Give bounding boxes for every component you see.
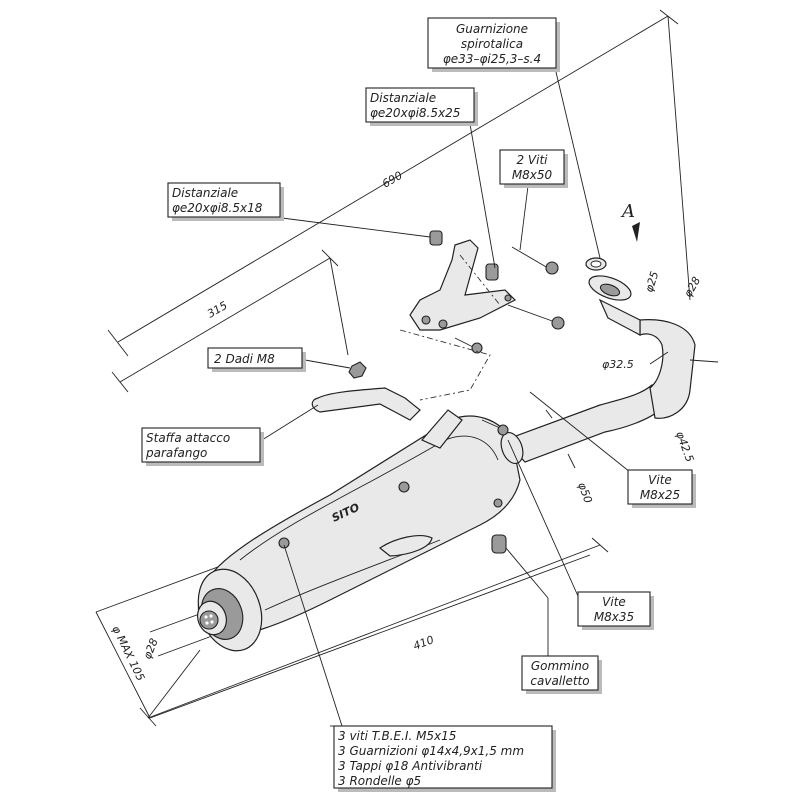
callout-viti-m8x50: 2 Viti M8x50 — [499, 149, 568, 251]
svg-text:Guarnizione: Guarnizione — [456, 22, 528, 36]
svg-text:φe20xφi8.5x18: φe20xφi8.5x18 — [172, 201, 263, 215]
svg-text:3 viti T.B.E.I. M5x15: 3 viti T.B.E.I. M5x15 — [338, 729, 456, 743]
callout-vite-m8x35: Vite M8x35 — [507, 439, 654, 630]
callout-gommino: Gommino cavalletto — [505, 547, 602, 694]
svg-text:spirotalica: spirotalica — [461, 37, 523, 51]
callout-staffa: Staffa attacco parafango — [141, 404, 319, 466]
callout-guarnizione: Guarnizione spirotalica φe33–φi25,3–s.4 — [427, 17, 601, 259]
svg-text:M8x50: M8x50 — [512, 168, 553, 182]
svg-text:Vite: Vite — [648, 473, 672, 487]
svg-text:φe33–φi25,3–s.4: φe33–φi25,3–s.4 — [443, 52, 541, 66]
svg-text:Distanziale: Distanziale — [172, 186, 238, 200]
dimension-410-label: 410 — [411, 633, 435, 653]
flange-diameter: φ25 — [642, 270, 661, 294]
svg-text:Distanziale: Distanziale — [370, 91, 436, 105]
callout-distanziale-top: Distanziale φe20xφi8.5x25 — [365, 87, 496, 269]
pipe-diameters: φ25 φ28 φ32.5 φ42.5 φ50 — [575, 270, 719, 505]
pipe-diameter-32: φ32.5 — [602, 358, 634, 371]
header-pipe — [500, 257, 696, 469]
svg-text:M8x25: M8x25 — [640, 488, 680, 502]
view-marker-a: A — [620, 201, 640, 242]
svg-text:3 Tappi φ18 Antivibranti: 3 Tappi φ18 Antivibranti — [338, 759, 483, 773]
svg-text:Vite: Vite — [602, 595, 626, 609]
dimension-315-label: 315 — [205, 299, 230, 321]
callout-distanziale-left: Distanziale φe20xφi8.5x18 — [167, 182, 431, 238]
svg-text:A: A — [620, 201, 635, 222]
dimension-outlet-label: φ28 — [141, 637, 161, 662]
callout-vite-m8x25: Vite M8x25 — [529, 391, 696, 508]
svg-text:parafango: parafango — [145, 446, 207, 460]
svg-text:φe20xφi8.5x25: φe20xφi8.5x25 — [370, 106, 460, 120]
svg-text:3 Guarnizioni φ14x4,9x1,5 mm: 3 Guarnizioni φ14x4,9x1,5 mm — [338, 744, 524, 758]
svg-text:2 Viti: 2 Viti — [516, 153, 548, 167]
svg-text:cavalletto: cavalletto — [530, 674, 589, 688]
svg-text:M8x35: M8x35 — [594, 610, 634, 624]
pipe-diameter-42: φ42.5 — [673, 430, 696, 464]
callout-dadi-m8: 2 Dadi M8 — [207, 347, 351, 372]
pipe-diameter-28: φ28 — [681, 275, 703, 300]
dimension-690-label: 690 — [380, 169, 405, 191]
body-diameter-50: φ50 — [575, 481, 594, 505]
svg-text:Staffa attacco: Staffa attacco — [146, 431, 230, 445]
dimension-410: 410 — [139, 537, 609, 727]
support-bracket — [311, 230, 565, 554]
svg-text:2 Dadi M8: 2 Dadi M8 — [214, 352, 275, 366]
svg-text:3 Rondelle φ5: 3 Rondelle φ5 — [338, 774, 421, 788]
callout-kit: 3 viti T.B.E.I. M5x15 3 Guarnizioni φ14x… — [283, 544, 556, 792]
svg-text:Gommino: Gommino — [531, 659, 589, 673]
muffler: SITO — [197, 415, 521, 652]
